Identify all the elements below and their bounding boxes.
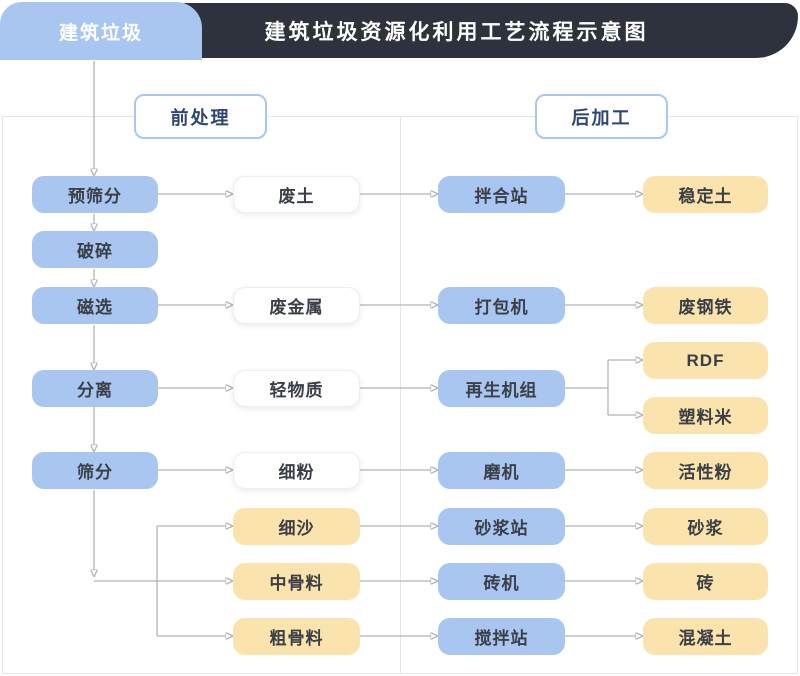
node-rdf: RDF <box>643 342 768 379</box>
node-mortar: 砂浆 <box>643 508 768 545</box>
node-plastic-pellets: 塑料米 <box>643 397 768 434</box>
title-bar: 建筑垃圾资源化利用工艺流程示意图 <box>170 3 798 58</box>
section-post-processing: 后加工 <box>535 94 668 139</box>
node-concrete: 混凝土 <box>643 618 768 655</box>
node-separation: 分离 <box>32 370 158 407</box>
page-title: 建筑垃圾资源化利用工艺流程示意图 <box>264 20 649 44</box>
node-active-powder: 活性粉 <box>643 452 768 489</box>
node-pre-screening: 预筛分 <box>32 176 158 213</box>
node-light-material: 轻物质 <box>233 370 360 407</box>
node-screening: 筛分 <box>32 452 158 489</box>
section-pre-processing: 前处理 <box>134 94 267 139</box>
node-mixing-plant: 拌合站 <box>438 176 565 213</box>
node-medium-aggregate: 中骨料 <box>233 563 360 600</box>
node-fine-powder: 细粉 <box>233 452 360 489</box>
node-mortar-plant: 砂浆站 <box>438 508 565 545</box>
panel-divider <box>400 116 401 674</box>
source-tab-construction-waste: 建筑垃圾 <box>0 2 202 60</box>
node-coarse-aggregate: 粗骨料 <box>233 618 360 655</box>
node-brick: 砖 <box>643 563 768 600</box>
node-mill: 磨机 <box>438 452 565 489</box>
node-crushing: 破碎 <box>32 231 158 268</box>
node-regeneration-unit: 再生机组 <box>438 370 565 407</box>
node-brick-machine: 砖机 <box>438 563 565 600</box>
node-stabilized-soil: 稳定土 <box>643 176 768 213</box>
node-waste-soil: 废土 <box>233 176 360 213</box>
node-baler: 打包机 <box>438 287 565 324</box>
node-fine-sand: 细沙 <box>233 508 360 545</box>
node-scrap-steel: 废钢铁 <box>643 287 768 324</box>
node-magnetic-separation: 磁选 <box>32 287 158 324</box>
node-agitation-plant: 搅拌站 <box>438 618 565 655</box>
node-scrap-metal: 废金属 <box>233 287 360 324</box>
source-tab-label: 建筑垃圾 <box>58 22 143 44</box>
